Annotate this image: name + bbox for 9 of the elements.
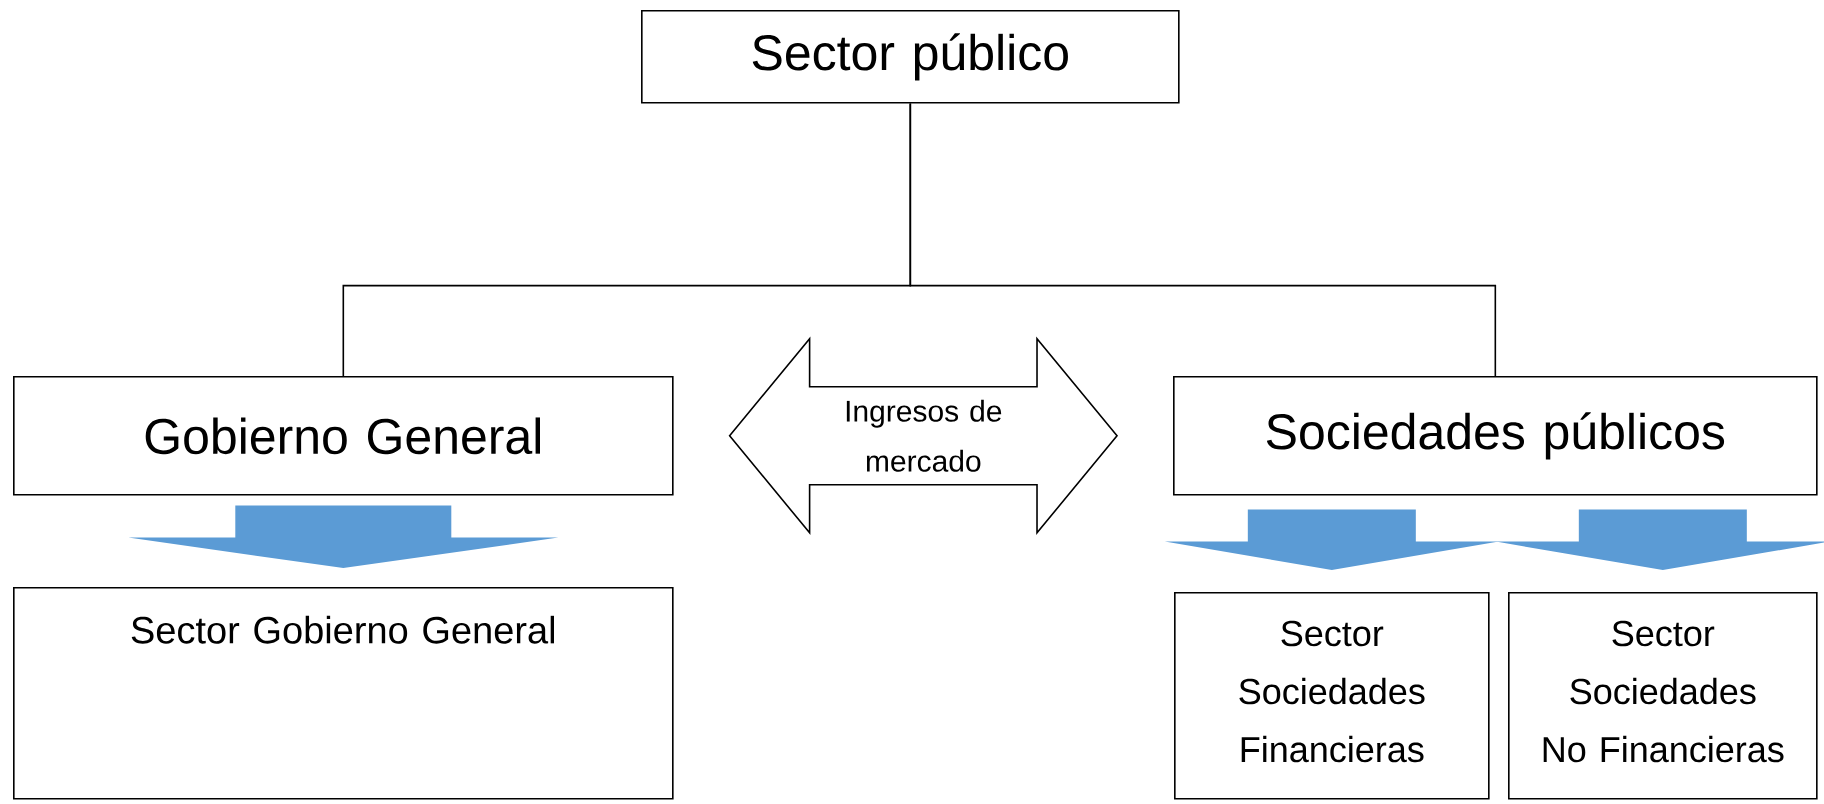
connector-line (909, 102, 1497, 377)
edge-label: Ingresos de mercado (846, 399, 1002, 472)
sector-box: Sector Sociedades Financieras (1174, 592, 1490, 800)
org-box: Sector público (641, 10, 1180, 104)
sector-box: Sector Sociedades No Financieras (1508, 592, 1818, 800)
org-box: Gobierno General (13, 376, 674, 496)
double-arrow (728, 336, 1119, 536)
org-box: Sociedades públicos (1173, 376, 1818, 496)
sector-box: Sector Gobierno General (13, 587, 674, 800)
